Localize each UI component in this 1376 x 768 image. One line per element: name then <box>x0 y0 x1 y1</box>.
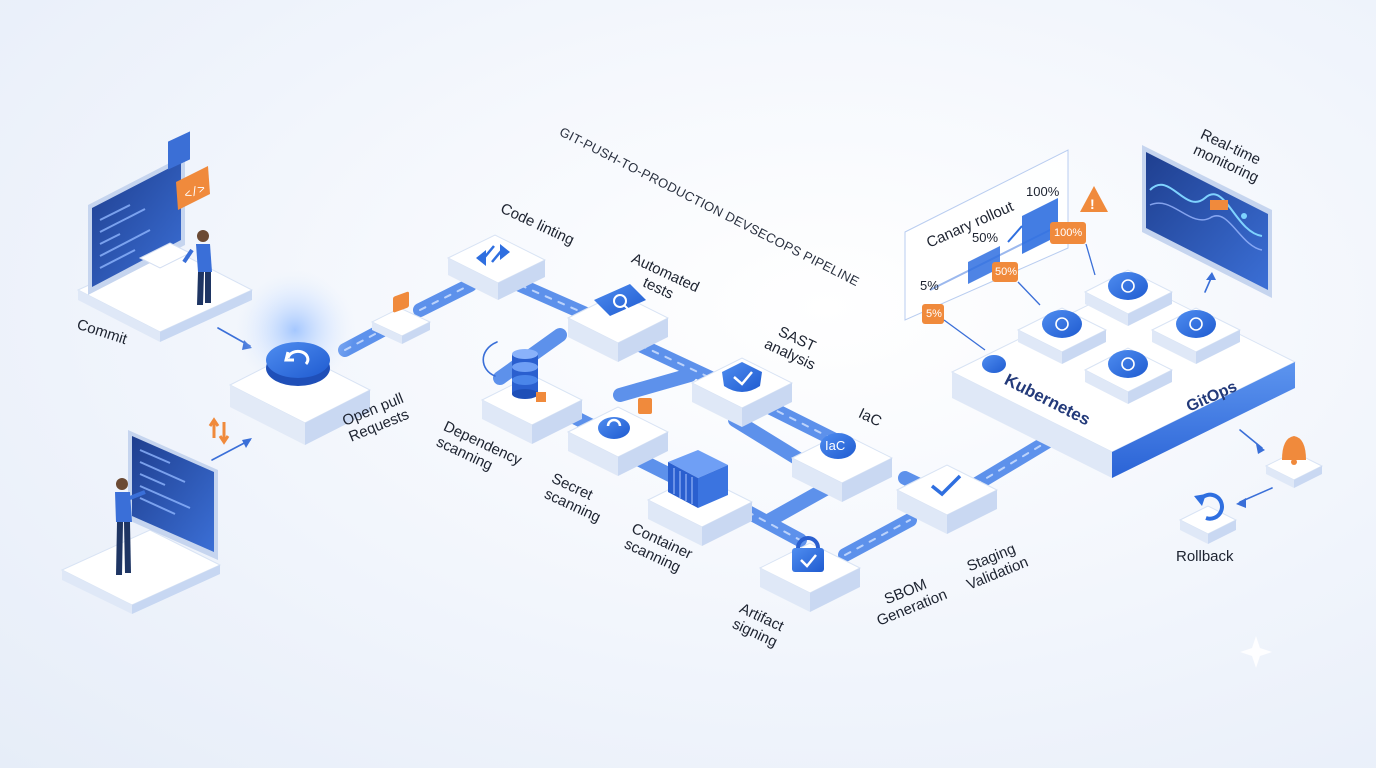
canary-badge-5: 5% <box>926 308 942 320</box>
canary-step-5: 5% <box>920 278 939 293</box>
code-linting-node <box>446 234 547 300</box>
label-rollback: Rollback <box>1176 548 1234 565</box>
code-icon: </> <box>176 166 210 210</box>
sast-node <box>690 357 794 427</box>
iac-chip-text: IaC <box>825 438 846 453</box>
iac-node <box>790 432 894 502</box>
rollback-node <box>1178 492 1238 544</box>
canary-badges: ! <box>922 186 1108 324</box>
canary-badge-100: 100% <box>1054 227 1083 239</box>
canary-step-100: 100% <box>1026 184 1060 199</box>
artifact-signing-node <box>758 536 862 612</box>
kubernetes-platform <box>950 269 1297 478</box>
svg-text:!: ! <box>1090 196 1095 212</box>
canary-step-50: 50% <box>972 230 999 245</box>
kubernetes-logo-icon <box>982 355 1006 373</box>
sparkle-icon <box>1240 636 1272 668</box>
merge-chip <box>370 291 432 344</box>
automated-tests-node <box>566 284 670 362</box>
commit-workstation <box>76 131 254 342</box>
alert-node <box>1264 436 1324 488</box>
sync-arrows-icon <box>208 417 230 445</box>
secret-scanning-node <box>566 398 670 476</box>
canary-rollout-panel <box>904 149 1069 321</box>
k8s-pods <box>1016 269 1242 404</box>
dependency-scanning-node <box>480 349 584 444</box>
container-scanning-node <box>646 450 754 546</box>
canary-badge-50: 50% <box>995 266 1018 278</box>
open-pr-node <box>228 270 372 445</box>
monitoring-dashboard <box>1142 145 1272 298</box>
developer-workstation <box>60 430 222 614</box>
canary-connectors <box>943 243 1096 351</box>
staging-node <box>895 464 999 534</box>
